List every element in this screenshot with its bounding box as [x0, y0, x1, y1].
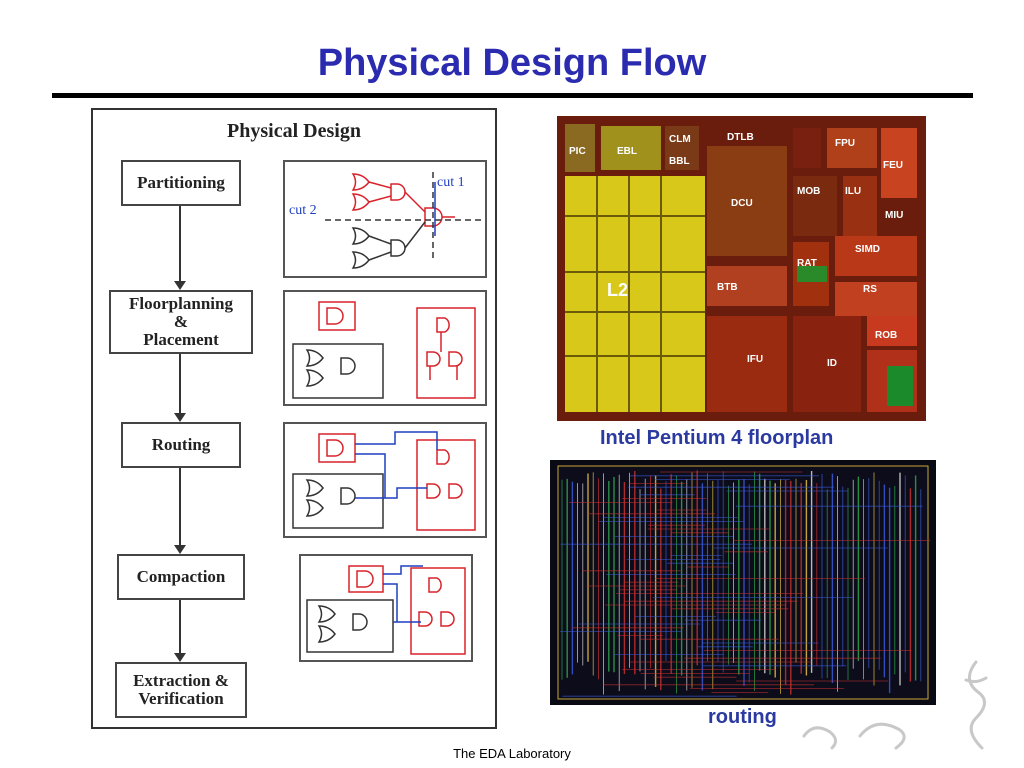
flow-arrow [174, 354, 186, 422]
block-label: MOB [797, 186, 820, 197]
block-label: DTLB [727, 132, 754, 143]
flow-arrow [174, 468, 186, 554]
floorplanning-figure [283, 290, 487, 406]
cut1-label: cut 1 [437, 175, 465, 190]
step-compaction: Compaction [117, 554, 245, 600]
block-label: EBL [617, 146, 637, 157]
compaction-diagram [306, 565, 466, 655]
partition-gates-diagram: cut 1 cut 2 [289, 172, 483, 269]
step-floorplanning-placement: Floorplanning & Placement [109, 290, 253, 354]
routing-diagram [292, 431, 476, 531]
flow-arrow [174, 206, 186, 290]
routing-wires [557, 465, 931, 700]
block-label: RAT [797, 258, 817, 269]
block-label: BTB [717, 282, 738, 293]
block-label: FPU [835, 138, 855, 149]
cut2-label: cut 2 [289, 203, 317, 218]
floorplan-caption: Intel Pentium 4 floorplan [600, 427, 834, 449]
block-label: L2 [607, 280, 628, 300]
block-label: ID [827, 358, 837, 369]
step-partitioning: Partitioning [121, 160, 241, 206]
pentium4-floorplan-image: PIC EBL CLM DTLB FPU BBL FEU MOB ILU DCU… [557, 116, 926, 421]
block-label: MIU [885, 210, 903, 221]
block-label: RS [863, 284, 877, 295]
block-label: ILU [845, 186, 861, 197]
step-routing: Routing [121, 422, 241, 468]
footer-text: The EDA Laboratory [453, 746, 571, 761]
title-divider [52, 93, 973, 98]
block-label: DCU [731, 198, 753, 209]
flow-arrow [174, 600, 186, 662]
compaction-figure [299, 554, 473, 662]
block-label: ROB [875, 330, 897, 341]
placement-diagram [292, 301, 476, 399]
routing-image [550, 460, 936, 705]
block-label: BBL [669, 156, 690, 167]
routing-figure [283, 422, 487, 538]
block-label: IFU [747, 354, 763, 365]
floorplan-blocks: PIC EBL CLM DTLB FPU BBL FEU MOB ILU DCU… [557, 116, 926, 421]
routing-caption: routing [708, 706, 777, 728]
block-label: FEU [883, 160, 903, 171]
physical-design-flow-panel: Physical Design Partitioning Floorplanni… [91, 108, 497, 729]
slide-title: Physical Design Flow [317, 42, 707, 84]
partitioning-figure: cut 1 cut 2 [283, 160, 487, 278]
panel-title: Physical Design [227, 120, 361, 142]
lab-logo [802, 660, 988, 750]
step-extraction-verification: Extraction & Verification [115, 662, 247, 718]
block-label: CLM [669, 134, 691, 145]
block-label: PIC [569, 146, 586, 157]
block-label: SIMD [855, 244, 880, 255]
